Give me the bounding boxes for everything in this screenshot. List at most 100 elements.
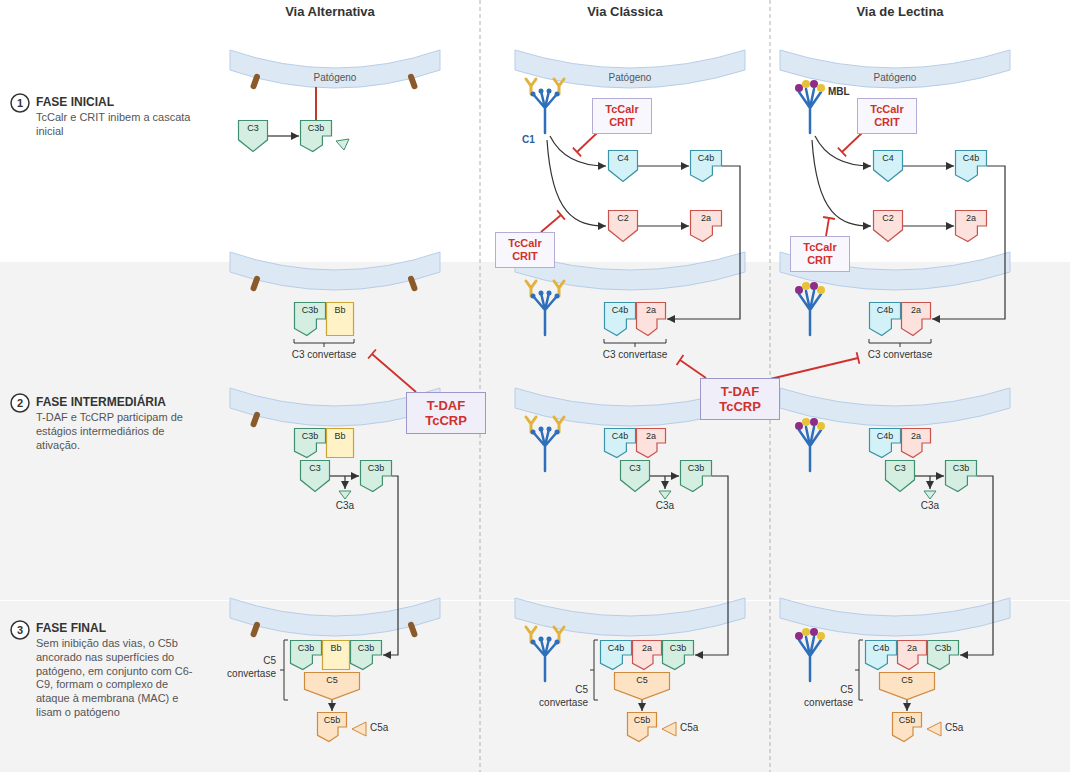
node-text: Bb: [334, 431, 345, 442]
protein-shape: Bb: [326, 302, 354, 336]
protein-shape: C4b: [604, 428, 636, 458]
protein-outline: [902, 429, 931, 458]
protein-shape: C4b: [604, 302, 636, 336]
surface-molecule: [250, 73, 419, 638]
protein-shape: C3: [300, 460, 330, 492]
protein-shape: 2a: [901, 302, 931, 336]
node-text: C3b: [358, 643, 375, 654]
node-text: 2a: [701, 213, 711, 224]
protein-outline: [295, 303, 326, 336]
protein-shape: C2: [873, 210, 903, 242]
protein-shape: C3: [620, 460, 650, 492]
node-text: C3b: [688, 463, 705, 474]
protein-shape: C3b: [290, 640, 322, 670]
convertase-bracket: [280, 640, 288, 700]
node-text: C3b: [308, 123, 325, 134]
inhibition-line: [677, 355, 706, 378]
fragment-label: C3a: [915, 500, 945, 513]
phase-number: 3: [10, 620, 30, 640]
inhibition-line: [766, 352, 859, 380]
protein-outline: [928, 641, 959, 670]
node-text: C5b: [324, 715, 341, 726]
reaction-arrow: [330, 475, 359, 476]
convertase-bracket: [869, 339, 931, 347]
protein-outline: [361, 461, 392, 492]
cleavage-branch: [929, 476, 930, 489]
c5a-fragment: [352, 722, 366, 736]
node-text: TcCalr CRIT: [503, 237, 547, 263]
protein-shape: C4: [873, 150, 903, 182]
protein-shape: C5b: [317, 712, 347, 742]
reaction-arrow: [383, 476, 398, 655]
node-text: C3: [894, 463, 906, 474]
protein-outline: [946, 461, 977, 492]
phase-description: T-DAF e TcCRP participam de estágios int…: [36, 411, 201, 452]
protein-outline: [691, 151, 722, 182]
c5a-fragment: [927, 722, 941, 736]
protein-shape: C4b: [869, 428, 901, 458]
pathogen-label: Patógeno: [855, 72, 935, 85]
protein-shape: C3b: [294, 302, 326, 336]
convertase-label: C3 convertase: [284, 349, 364, 362]
surface-molecule: [250, 411, 419, 428]
protein-shape: C5b: [627, 712, 657, 742]
column-divider: [480, 0, 481, 772]
activation-arrow: [547, 140, 606, 226]
protein-shape: 2a: [690, 210, 722, 242]
inhibitor-box: TcCalr CRIT: [790, 236, 850, 272]
protein-shape: C4: [608, 150, 638, 182]
protein-shape: C4b: [955, 150, 987, 182]
reaction-arrow: [331, 700, 332, 711]
node-text: C5: [326, 675, 338, 686]
pathogen-membrane: [230, 50, 440, 88]
inhibitor-box: TcCalr CRIT: [495, 232, 555, 268]
protein-outline: [601, 641, 632, 670]
protein-shape: C3b: [927, 640, 959, 670]
reaction-arrow: [268, 135, 299, 136]
antibody-c1-complex: [526, 79, 564, 681]
reaction-arrow: [667, 166, 740, 319]
reaction-arrow: [906, 700, 907, 711]
protein-outline: [615, 673, 670, 700]
phase-description: TcCalr e CRIT inibem a cascata inicial: [36, 111, 211, 139]
c3a-fragment: [339, 491, 936, 499]
node-text: C3b: [953, 463, 970, 474]
surface-attachment: [315, 87, 317, 120]
reaction-arrow: [638, 165, 689, 166]
protein-outline: [956, 151, 987, 182]
inhibition-line: [823, 217, 835, 236]
node-text: TcCalr CRIT: [600, 103, 644, 129]
node-text: C3b: [670, 643, 687, 654]
protein-shape: 2a: [955, 210, 987, 242]
convertase-bracket: [280, 339, 931, 700]
antibody-c1-complex: [526, 79, 564, 133]
c5a-fragment: [662, 722, 676, 736]
protein-outline: [621, 461, 650, 492]
protein-shape: 2a: [897, 640, 927, 670]
activation-arrow: [812, 140, 871, 226]
protein-outline: [605, 303, 636, 336]
inhibition-line: [838, 132, 863, 156]
surface-molecule: [250, 621, 419, 638]
node-text: 2: [17, 393, 23, 413]
node-text: C2: [882, 213, 894, 224]
phase-title: FASE FINAL: [36, 621, 216, 636]
protein-shape: C5: [879, 672, 935, 700]
protein-shape: C3b: [680, 460, 712, 492]
cleavage-branch: [664, 476, 665, 489]
pathogen-membrane: [230, 50, 1010, 636]
node-text: Bb: [330, 643, 341, 654]
convertase-bracket: [294, 339, 354, 347]
protein-shape: C3b: [294, 428, 326, 458]
inhibition-line: [573, 132, 598, 156]
protein-shape: C4b: [600, 640, 632, 670]
protein-outline: [633, 641, 662, 670]
inhibition-line: [541, 210, 565, 232]
protein-outline: [301, 121, 332, 152]
protein-outline: [681, 461, 712, 492]
inhibitor-box: TcCalr CRIT: [592, 98, 652, 134]
protein-shape: C3b: [662, 640, 694, 670]
protein-outline: [874, 211, 903, 242]
phase-circle: [11, 394, 29, 412]
inhibition-line: [368, 350, 416, 393]
